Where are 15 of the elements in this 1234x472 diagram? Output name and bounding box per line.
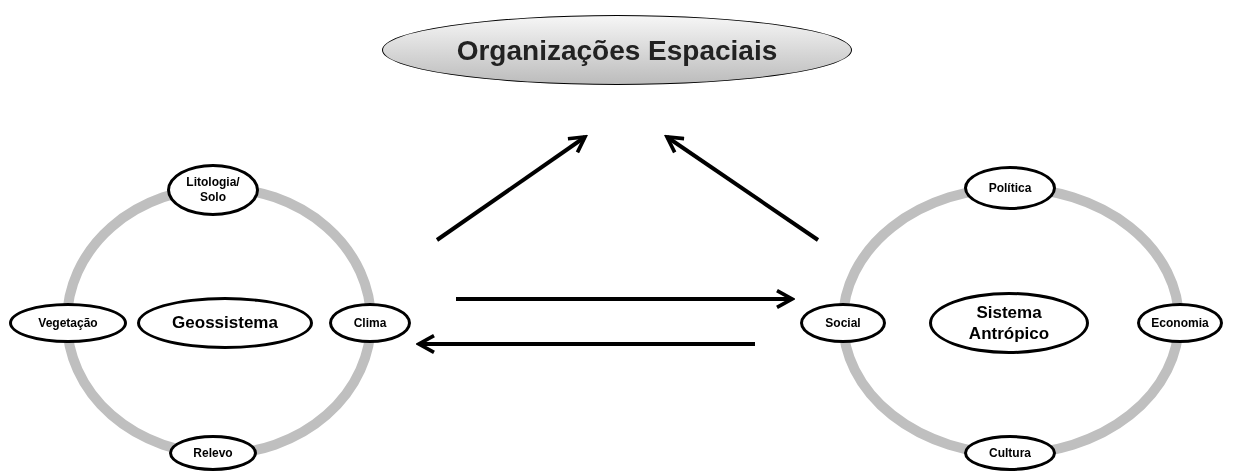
ellipse-node: Clima: [329, 303, 411, 343]
arrow: [665, 135, 820, 242]
ellipse-node: Litologia/ Solo: [167, 164, 259, 216]
ellipse-node: Economia: [1137, 303, 1223, 343]
ellipse-node: Relevo: [169, 435, 257, 471]
arrow: [456, 288, 794, 310]
arrow: [435, 135, 587, 242]
ellipse-node: Cultura: [964, 435, 1056, 471]
ellipse-node: Sistema Antrópico: [929, 292, 1089, 354]
ellipse-node: Vegetação: [9, 303, 127, 343]
title-ellipse: Organizações Espaciais: [382, 15, 852, 85]
ellipse-node: Geossistema: [137, 297, 313, 349]
ellipse-node: Social: [800, 303, 886, 343]
ellipse-node: Política: [964, 166, 1056, 210]
arrow: [417, 333, 755, 355]
